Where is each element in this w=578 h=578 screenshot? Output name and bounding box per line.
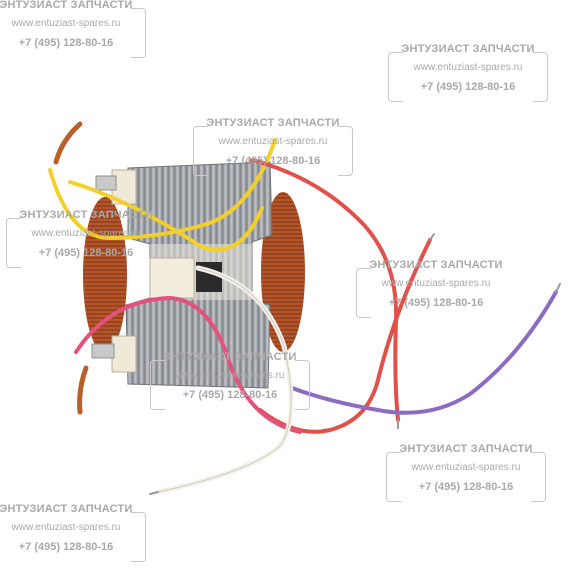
purple-wire (290, 290, 558, 415)
wires (48, 138, 558, 495)
yellow-wire (48, 138, 277, 241)
watermark-name: ЭНТУЗИАСТ ЗАПЧАСТИ (0, 0, 133, 11)
watermark-phone: +7 (495) 128-80-16 (418, 481, 514, 493)
watermark-name: ЭНТУЗИАСТ ЗАПЧАСТИ (19, 209, 153, 221)
wire-tips (149, 233, 561, 495)
watermark-left-middle: ЭНТУЗИАСТ ЗАПЧАСТИ www.entuziast-spares.… (6, 208, 166, 268)
watermark-top-right: ЭНТУЗИАСТ ЗАПЧАСТИ www.entuziast-spares.… (388, 42, 548, 102)
watermark-phone: +7 (495) 128-80-16 (182, 389, 278, 401)
watermark-right-middle: ЭНТУЗИАСТ ЗАПЧАСТИ www.entuziast-spares.… (356, 258, 516, 318)
yellow-wire-2 (68, 180, 264, 252)
watermark-phone: +7 (495) 128-80-16 (18, 541, 114, 553)
watermark-center-bottom: ЭНТУЗИАСТ ЗАПЧАСТИ www.entuziast-spares.… (150, 350, 310, 410)
watermark-bottom-right: ЭНТУЗИАСТ ЗАПЧАСТИ www.entuziast-spares.… (386, 442, 546, 502)
watermark-phone: +7 (495) 128-80-16 (225, 155, 321, 167)
watermark-name: ЭНТУЗИАСТ ЗАПЧАСТИ (369, 259, 503, 271)
watermark-name: ЭНТУЗИАСТ ЗАПЧАСТИ (206, 117, 340, 129)
watermark-name: ЭНТУЗИАСТ ЗАПЧАСТИ (0, 503, 133, 515)
watermark-name: ЭНТУЗИАСТ ЗАПЧАСТИ (163, 351, 297, 363)
copper-lead (53, 121, 89, 415)
watermark-phone: +7 (495) 128-80-16 (38, 247, 134, 259)
watermark-phone: +7 (495) 128-80-16 (388, 297, 484, 309)
watermark-site: www.entuziast-spares.ru (411, 462, 521, 473)
terminal-block (91, 169, 222, 373)
watermark-site: www.entuziast-spares.ru (11, 18, 121, 29)
red-wire (250, 158, 400, 422)
watermark-center-top: ЭНТУЗИАСТ ЗАПЧАСТИ www.entuziast-spares.… (193, 116, 353, 176)
watermark-site: www.entuziast-spares.ru (175, 370, 285, 381)
watermark-site: www.entuziast-spares.ru (413, 62, 523, 73)
pink-wire (74, 295, 302, 434)
watermark-site: www.entuziast-spares.ru (218, 136, 328, 147)
watermark-site: www.entuziast-spares.ru (31, 228, 141, 239)
watermark-bottom-left: ЭНТУЗИАСТ ЗАПЧАСТИ www.entuziast-spares.… (0, 502, 146, 562)
watermark-site: www.entuziast-spares.ru (11, 522, 121, 533)
watermark-phone: +7 (495) 128-80-16 (18, 37, 114, 49)
watermark-phone: +7 (495) 128-80-16 (420, 81, 516, 93)
watermark-top-left: ЭНТУЗИАСТ ЗАПЧАСТИ www.entuziast-spares.… (0, 0, 146, 58)
watermark-site: www.entuziast-spares.ru (381, 278, 491, 289)
watermark-name: ЭНТУЗИАСТ ЗАПЧАСТИ (401, 43, 535, 55)
watermark-name: ЭНТУЗИАСТ ЗАПЧАСТИ (399, 443, 533, 455)
